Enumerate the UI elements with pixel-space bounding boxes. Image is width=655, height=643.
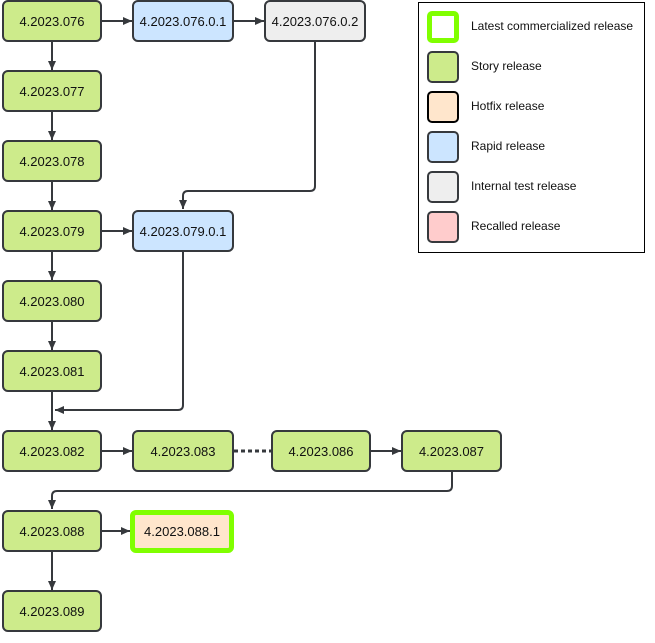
- release-node-4-2023-080[interactable]: 4.2023.080: [2, 280, 102, 322]
- edge-087-088: [48, 472, 453, 509]
- release-node-4-2023-088[interactable]: 4.2023.088: [2, 510, 102, 552]
- legend-swatch-story: [427, 51, 459, 83]
- legend-label-hotfix: Hotfix release: [471, 99, 545, 113]
- legend-swatch-recalled: [427, 211, 459, 243]
- release-node-4-2023-079[interactable]: 4.2023.079: [2, 210, 102, 252]
- legend-swatch-rapid: [427, 131, 459, 163]
- legend-item-rapid: Rapid release: [419, 131, 644, 165]
- release-node-4-2023-081[interactable]: 4.2023.081: [2, 350, 102, 392]
- legend-label-story: Story release: [471, 59, 542, 73]
- release-node-4-2023-076[interactable]: 4.2023.076: [2, 0, 102, 42]
- legend: Latest commercialized release Story rele…: [418, 2, 645, 253]
- release-node-4-2023-088-1[interactable]: 4.2023.088.1: [130, 510, 234, 553]
- legend-label-internal: Internal test release: [471, 179, 577, 193]
- legend-label-recalled: Recalled release: [471, 219, 561, 233]
- legend-item-hotfix: Hotfix release: [419, 91, 644, 125]
- legend-item-recalled: Recalled release: [419, 211, 644, 245]
- legend-swatch-latest: [427, 11, 459, 43]
- release-node-4-2023-078[interactable]: 4.2023.078: [2, 140, 102, 182]
- release-node-4-2023-086[interactable]: 4.2023.086: [271, 430, 371, 472]
- legend-swatch-internal: [427, 171, 459, 203]
- release-node-4-2023-076-0-2[interactable]: 4.2023.076.0.2: [264, 0, 366, 42]
- legend-item-story: Story release: [419, 51, 644, 85]
- release-node-4-2023-076-0-1[interactable]: 4.2023.076.0.1: [132, 0, 234, 42]
- legend-label-latest: Latest commercialized release: [471, 19, 634, 33]
- edge-076-0-2-079-0-1: [179, 42, 316, 209]
- legend-item-internal: Internal test release: [419, 171, 644, 205]
- legend-swatch-hotfix: [427, 91, 459, 123]
- release-node-4-2023-083[interactable]: 4.2023.083: [132, 430, 234, 472]
- edge-079-0-1-082: [55, 252, 184, 414]
- release-node-4-2023-077[interactable]: 4.2023.077: [2, 70, 102, 112]
- release-node-4-2023-087[interactable]: 4.2023.087: [401, 430, 502, 472]
- release-node-4-2023-082[interactable]: 4.2023.082: [2, 430, 102, 472]
- legend-item-latest: Latest commercialized release: [419, 11, 644, 45]
- legend-label-rapid: Rapid release: [471, 139, 546, 153]
- release-node-4-2023-079-0-1[interactable]: 4.2023.079.0.1: [132, 210, 234, 252]
- release-node-4-2023-089[interactable]: 4.2023.089: [2, 590, 102, 632]
